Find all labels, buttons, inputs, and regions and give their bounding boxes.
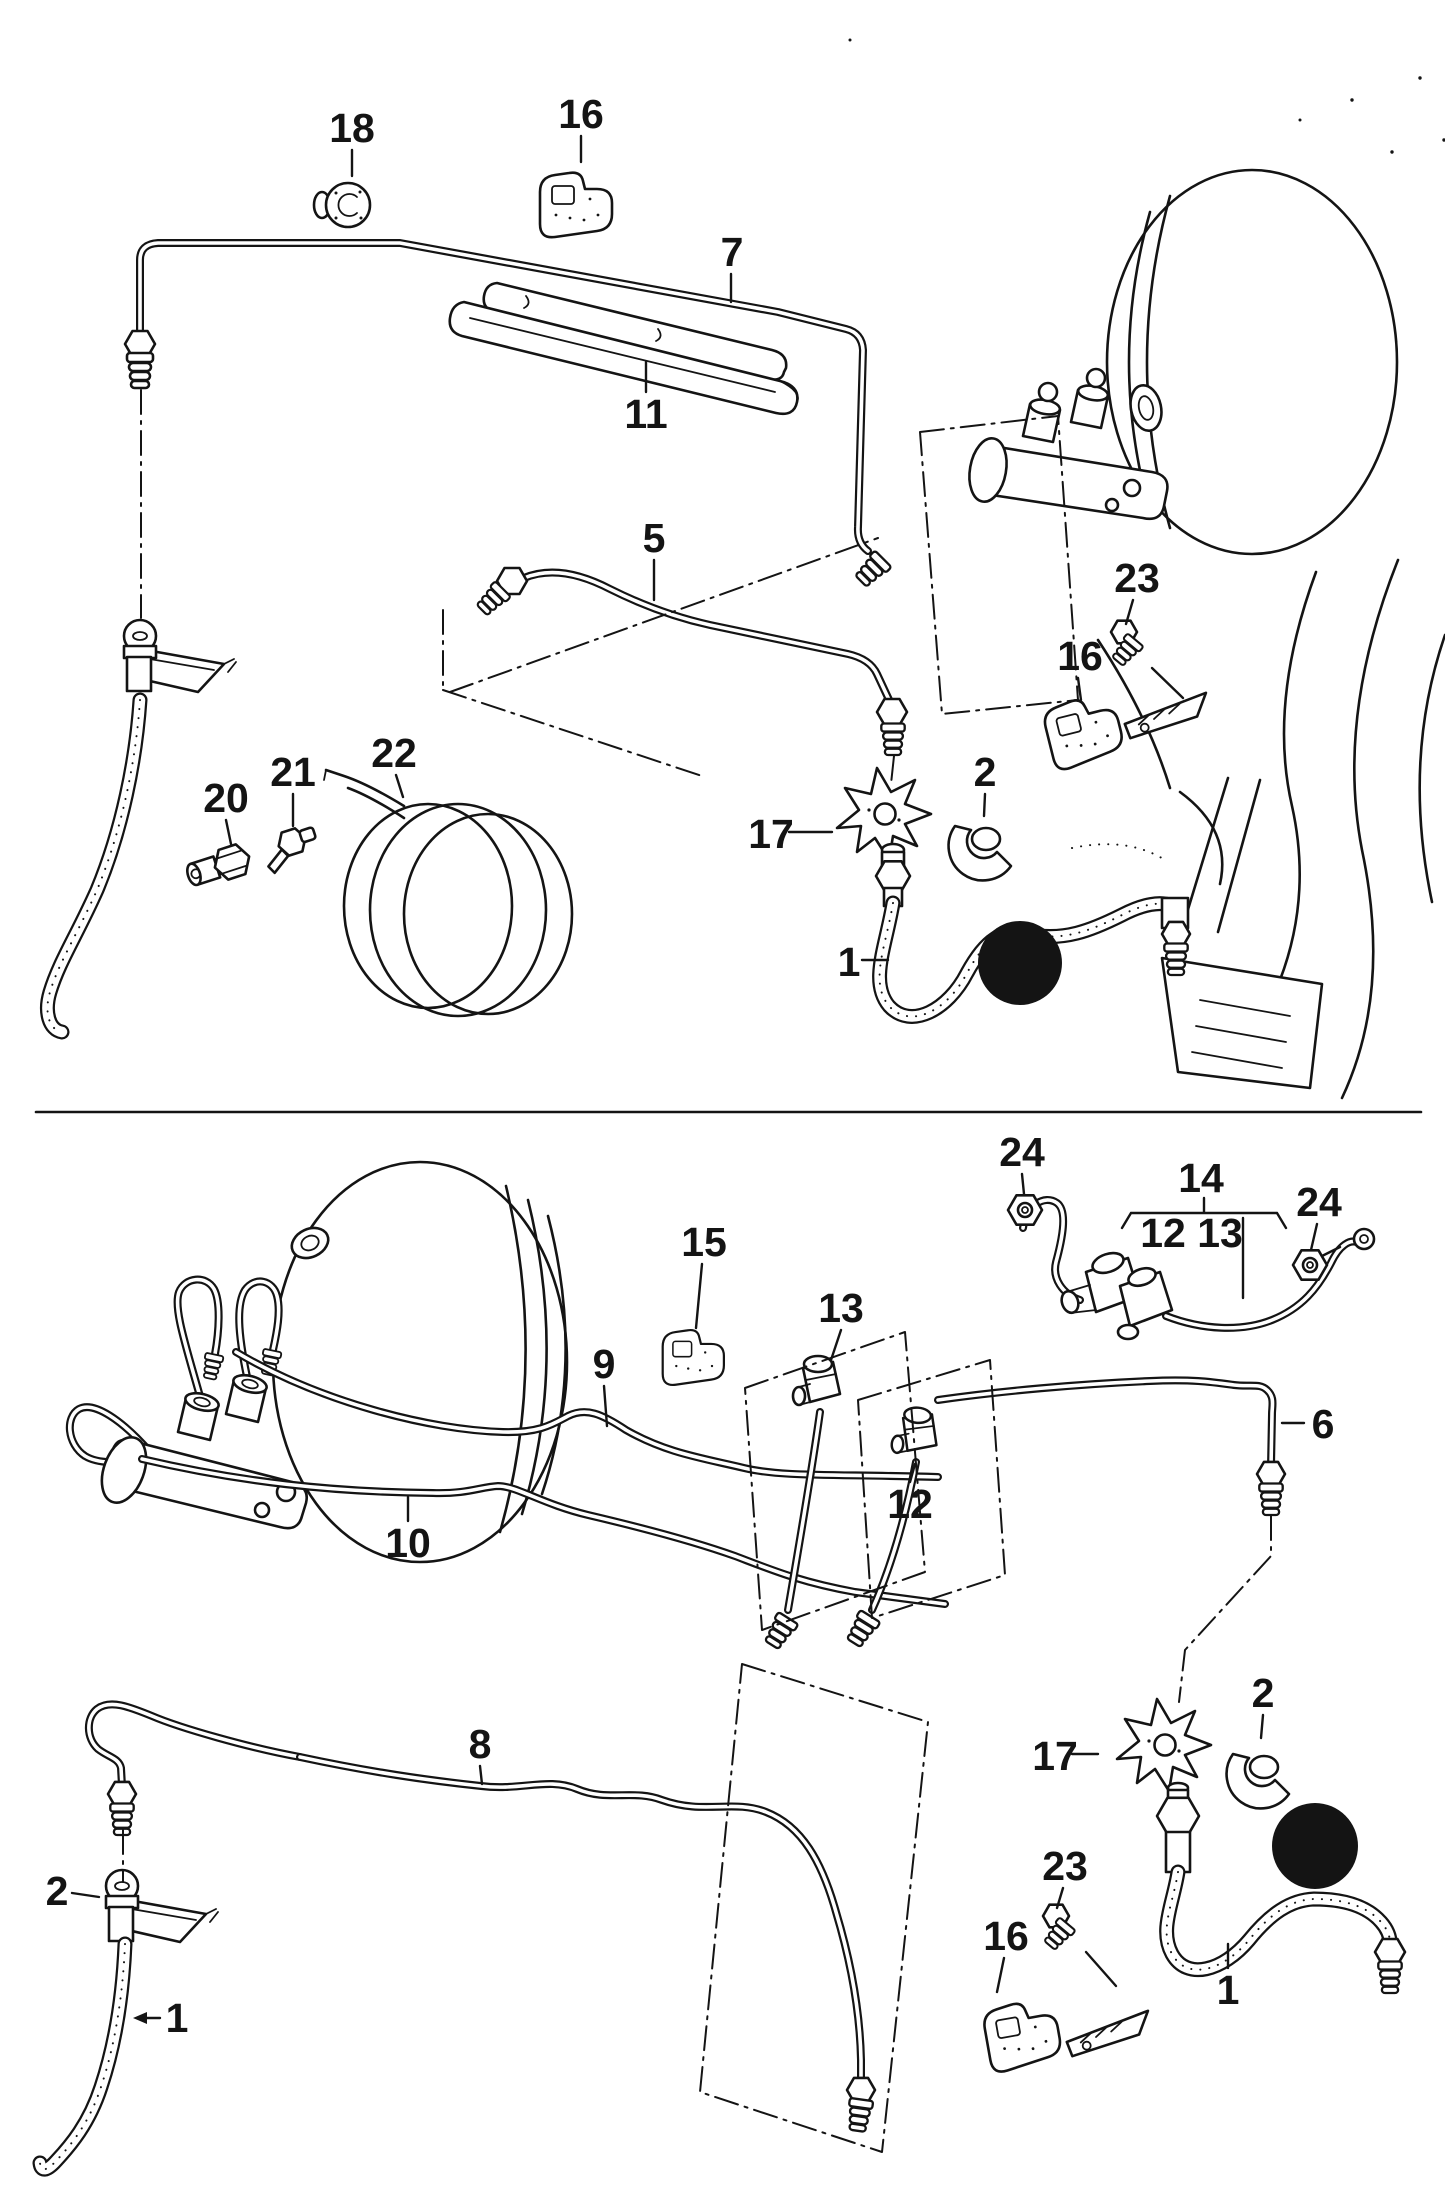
fitting-21 (267, 826, 317, 875)
alignment-box (744, 1331, 926, 1631)
brake-pipe-9 (232, 1348, 942, 1481)
callout-24-right: 24 (1296, 1179, 1342, 1225)
top-panel (40, 38, 1445, 1100)
hose-bracket-left-top (40, 618, 238, 1040)
alignment-line (890, 755, 895, 785)
callout-5: 5 (643, 515, 666, 561)
leader-lines (70, 134, 1319, 2024)
callout-16-right: 16 (1057, 633, 1103, 679)
callout-2-bottom-right: 2 (1252, 1670, 1275, 1716)
callout-10: 10 (385, 1520, 431, 1566)
bracket-arm-bottom (1065, 2006, 1150, 2061)
heat-shield-11 (448, 281, 799, 416)
alignment-box (857, 1359, 1006, 1619)
coiled-pipe-22 (323, 768, 574, 1018)
pipe-nut-24-left (1006, 1194, 1044, 1226)
callout-7: 7 (721, 229, 744, 275)
brake-pipe-7 (123, 239, 893, 591)
pipe7-end-fitting (851, 549, 893, 591)
brake-pipe-8 (84, 1700, 877, 2134)
callout-13-valve: 13 (818, 1285, 864, 1331)
alignment-box (699, 1663, 929, 2153)
alignment-lines (442, 537, 879, 778)
callout-16-top: 16 (558, 91, 604, 137)
callout-22: 22 (371, 730, 417, 776)
callout-8: 8 (469, 1721, 492, 1767)
callout-1-bottom-left: 1 (166, 1995, 189, 2041)
callout-18: 18 (329, 105, 375, 151)
alignment-line (1178, 1515, 1272, 1703)
hose-clip-2-bottom (1225, 1752, 1291, 1810)
star-washer-17-bottom (1115, 1697, 1213, 1793)
pipe-clip-16-right (1039, 690, 1128, 773)
callout-9: 9 (593, 1341, 616, 1387)
valve-assembly-14 (1006, 1194, 1376, 1341)
hose-clip-2-top (947, 824, 1013, 882)
pipe-clip-16-bottom (980, 1995, 1065, 2075)
banjo-union (1037, 381, 1059, 403)
callout-1-bottom-right: 1 (1217, 1967, 1240, 2013)
callout-12-bracket: 12 (1140, 1210, 1186, 1256)
callout-1-top: 1 (838, 939, 861, 985)
callout-2-bottom-left: 2 (46, 1868, 69, 1914)
callout-12-valve: 12 (887, 1481, 933, 1527)
callout-15: 15 (681, 1219, 727, 1265)
callout-23-bottom: 23 (1042, 1843, 1088, 1889)
suspension-strut-and-caliper (1071, 558, 1445, 1100)
pipe-clip-15 (661, 1328, 726, 1387)
paper-speckles (848, 38, 1445, 154)
brake-booster-bottom (271, 1160, 569, 1564)
master-cylinder-bottom (65, 1275, 308, 1530)
pipe-clip-16-top (538, 171, 614, 239)
union-fitting-20 (186, 843, 251, 887)
hose-bracket-2-bottom-left (32, 1868, 220, 2177)
callout-23-top: 23 (1114, 555, 1160, 601)
pressure-regulator-12 (842, 1404, 941, 1651)
banjo-union (1085, 367, 1107, 389)
master-cylinder-top (968, 367, 1169, 521)
brake-pipe-6 (934, 1376, 1287, 1517)
callout-11: 11 (624, 391, 667, 437)
callout-24-left: 24 (999, 1129, 1045, 1175)
callout-2-top: 2 (974, 749, 997, 795)
brake-pipe-10 (138, 1455, 949, 1608)
brake-hose-1-bottom (1155, 1781, 1407, 1995)
brake-pipe-5 (473, 566, 909, 757)
callout-17-top: 17 (748, 811, 794, 857)
bracket-arm-top (1123, 688, 1208, 743)
bolt-23-top (1110, 621, 1144, 668)
callout-13-bracket: 13 (1197, 1210, 1243, 1256)
brake-caliper (1160, 956, 1324, 1090)
bolt-23-bottom (1042, 1905, 1076, 1952)
bottom-panel (32, 1160, 1407, 2177)
callout-17-bottom: 17 (1032, 1733, 1078, 1779)
callout-14: 14 (1178, 1155, 1224, 1201)
pressure-regulator-13 (760, 1354, 842, 1653)
callout-16-bottom: 16 (983, 1913, 1029, 1959)
callout-21: 21 (270, 749, 316, 795)
grommet-18 (312, 181, 372, 229)
redaction-dot-bottom (1272, 1803, 1358, 1889)
redaction-dot-top (978, 921, 1062, 1005)
callouts: 18 16 7 11 5 23 16 20 21 22 17 2 1 24 14… (46, 91, 1342, 2041)
callout-6: 6 (1312, 1401, 1335, 1447)
alignment-box (919, 415, 1079, 715)
callout-20: 20 (203, 775, 249, 821)
